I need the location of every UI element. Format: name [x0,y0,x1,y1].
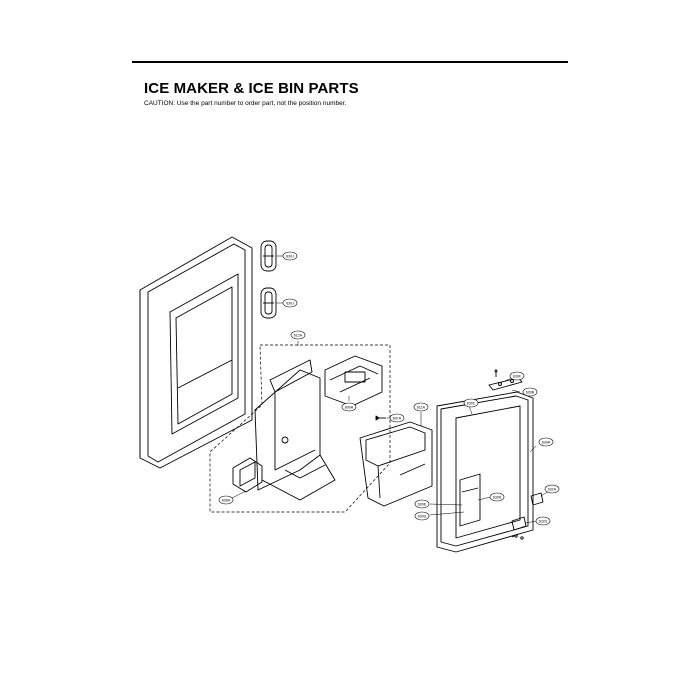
ice-maker-unit [324,355,383,407]
door-hinge-top [488,369,523,391]
callout-630g: 630J [282,251,298,261]
callout-text: 630J [286,254,294,258]
callout-632g: 632G [535,516,551,526]
callout-text: 600A [345,405,354,409]
callout-text: 606A [222,498,231,502]
callout-text: 612A [294,333,303,337]
callout-630b: 630B [522,387,538,397]
callout-630d: 630D [489,492,505,502]
ice-bin [359,421,433,507]
ice-bin-door [436,391,534,553]
callout-630f: 630F [509,371,525,381]
hinge-gasket-lower [260,287,277,319]
callout-text: 630J [286,301,294,305]
callout-text: 630B [526,390,535,394]
callout-text: 611A [417,405,426,409]
callout-text: 630G [418,514,427,518]
callout-630c: 630C [463,398,479,408]
callout-text: 632G [539,519,548,523]
callout-612a: 612A [290,330,306,340]
callout-630e: 630E [414,499,430,509]
screw-607a [375,415,386,421]
callout-labels: 630J 630J 612A 600A 607A 611A 606A 630C 630F 630B… [218,251,560,526]
callout-630h: 630J [282,298,298,308]
callout-text: 630A [542,440,551,444]
callout-text: 632H [548,487,557,491]
page-title: ICE MAKER & ICE BIN PARTS [144,80,359,97]
assembly-boundary [209,344,391,513]
auger-part [232,457,263,493]
callout-text: 607A [393,416,402,420]
callout-607a: 607A [389,413,405,423]
caution-note: CAUTION: Use the part number to order pa… [144,100,347,107]
callout-630g2: 630G [414,511,430,521]
callout-text: 630E [418,502,427,506]
callout-text: 630F [513,374,522,378]
callout-611a: 611A [413,402,429,412]
door-liner [139,236,253,469]
callout-600a: 600A [341,402,357,412]
hinge-gasket-upper [260,240,277,272]
door-latch-bracket [511,492,544,540]
callout-606a: 606A [218,495,234,505]
callout-630a: 630A [538,437,554,447]
callout-text: 630C [467,401,476,405]
header-rule [132,61,568,63]
callout-632h: 632H [544,484,560,494]
ice-maker-bracket [254,359,336,501]
callout-text: 630D [493,495,502,499]
